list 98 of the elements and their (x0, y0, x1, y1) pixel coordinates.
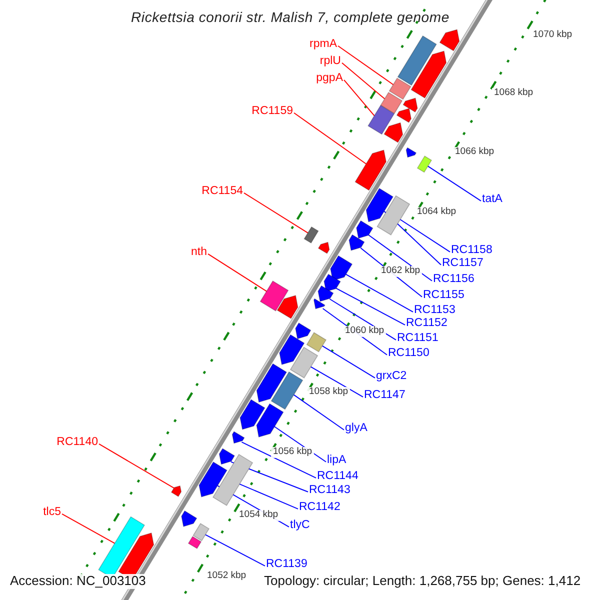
leader-line (98, 443, 174, 489)
gene-box (304, 226, 319, 244)
leader-line (310, 366, 364, 398)
gene-block (330, 255, 353, 281)
leader-line (427, 166, 482, 202)
gene-label: RC1150 (388, 347, 430, 360)
gene-block (279, 334, 305, 365)
gene-block (276, 294, 298, 320)
leader-line (344, 79, 375, 116)
gene-box (376, 195, 410, 236)
diagram-title: Rickettsia conorii str. Malish 7, complete genome (131, 9, 450, 26)
gene-block (356, 220, 374, 239)
gene-block (354, 150, 387, 191)
gene-label: RC1140 (56, 436, 98, 450)
leader-line (244, 192, 308, 234)
leader-line (322, 345, 376, 378)
gene-box (212, 454, 254, 506)
leader-line (338, 45, 394, 86)
gene-box (270, 371, 304, 410)
gene-label: RC1142 (299, 501, 340, 514)
gene-block (384, 122, 404, 143)
gene-label: nth (191, 246, 207, 260)
gene-block (318, 285, 334, 302)
gene-block (232, 431, 245, 444)
gene-box (368, 104, 395, 135)
gene-block (295, 322, 312, 340)
gene-label: tlyC (290, 519, 310, 532)
gene-block (240, 399, 266, 430)
gene-label: tlc5 (43, 506, 61, 520)
leader-line (294, 112, 367, 164)
gene-block (410, 50, 447, 99)
gene-label: tatA (482, 193, 502, 206)
gene-label: grxC2 (376, 370, 407, 384)
leader-line (204, 534, 266, 566)
tick-label: 1052 kbp (205, 571, 248, 582)
gene-label: pgpA (316, 72, 343, 86)
leader-line (241, 442, 316, 478)
genome-info-text: Topology: circular; Length: 1,268,755 bp; Genes: 1,412 (262, 574, 583, 589)
gene-label: glyA (345, 422, 368, 436)
gene-block (256, 403, 284, 438)
gene-block (313, 298, 326, 310)
accession-text: Accession: NC_003103 (8, 574, 148, 589)
gene-label: RC1155 (423, 289, 464, 302)
gene-label: RC1154 (202, 185, 243, 198)
gene-label: RC1152 (406, 317, 448, 330)
gene-box (306, 332, 327, 352)
tick-label: 1058 kbp (307, 387, 350, 398)
tick-label: 1066 kbp (453, 147, 496, 158)
gene-block (256, 363, 288, 403)
gene-block (439, 29, 460, 52)
tick-label: 1060 kbp (343, 326, 386, 337)
gene-label: rplU (320, 55, 341, 68)
gene-block (170, 485, 182, 498)
gene-block (181, 510, 198, 528)
gene-label: rpmA (310, 38, 337, 52)
gene-label: RC1144 (317, 470, 358, 484)
gene-label: RC1159 (252, 105, 293, 118)
leader-line (342, 62, 386, 100)
gene-box (388, 78, 412, 100)
leader-line (345, 274, 414, 312)
tick-label: 1056 kbp (271, 447, 314, 458)
tick-label: 1064 kbp (415, 207, 458, 218)
gene-block (348, 234, 365, 251)
tick-label: 1062 kbp (379, 266, 422, 277)
gene-label: RC1157 (442, 257, 484, 270)
gene-label: RC1151 (397, 332, 438, 346)
gene-box (188, 536, 202, 550)
gene-label: RC1156 (433, 273, 474, 286)
gene-label: RC1158 (451, 244, 492, 258)
leader-line (336, 288, 406, 326)
leader-line (274, 426, 326, 462)
gene-block (396, 108, 412, 123)
gene-block (318, 242, 330, 254)
gene-block (366, 188, 394, 222)
gene-box (260, 280, 289, 312)
tick-label: 1068 kbp (492, 88, 536, 99)
leader-line (62, 513, 116, 544)
gene-block (218, 448, 236, 465)
gene-label: RC1147 (364, 389, 406, 402)
gene-block (406, 147, 417, 158)
gene-box (416, 156, 432, 173)
gene-box (290, 346, 318, 378)
gene-label: RC1143 (309, 484, 350, 498)
tick-label: 1054 kbp (237, 510, 280, 521)
gene-block (402, 98, 418, 113)
gene-label: RC1153 (414, 304, 456, 318)
gene-box (397, 35, 437, 86)
gene-block (324, 274, 341, 292)
leader-line (239, 484, 298, 510)
leader-line (208, 253, 268, 292)
gene-label: RC1139 (266, 558, 308, 572)
leader-line (400, 219, 450, 252)
leader-line (293, 394, 344, 430)
gene-label: lipA (327, 454, 346, 468)
gene-box (380, 92, 403, 114)
tick-label: 1070 kbp (531, 30, 574, 41)
gene-box (192, 522, 210, 542)
gene-block (198, 461, 228, 498)
